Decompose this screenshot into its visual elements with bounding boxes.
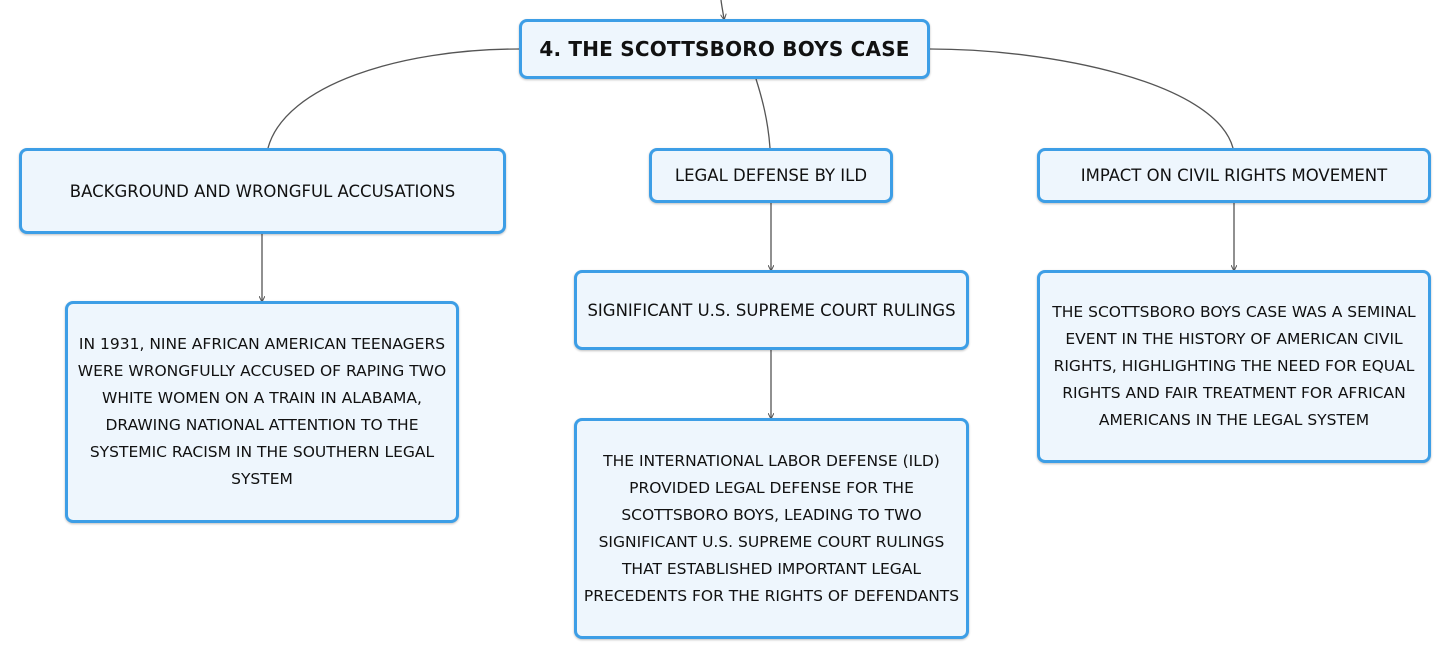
detail-legal-defense-node[interactable]: THE INTERNATIONAL LABOR DEFENSE (ILD) PR…: [574, 418, 969, 639]
detail-background-text: IN 1931, NINE AFRICAN AMERICAN TEENAGERS…: [77, 335, 447, 488]
branch-impact-label: IMPACT ON CIVIL RIGHTS MOVEMENT: [1080, 166, 1388, 185]
root-topic-label: 4. THE SCOTTSBORO BOYS CASE: [539, 37, 910, 61]
detail-impact-node[interactable]: THE SCOTTSBORO BOYS CASE WAS A SEMINAL E…: [1037, 270, 1431, 463]
subtopic-rulings-label: SIGNIFICANT U.S. SUPREME COURT RULINGS: [587, 300, 956, 320]
branch-background-node[interactable]: BACKGROUND AND WRONGFUL ACCUSATIONS: [19, 148, 506, 234]
connector-incoming-root: [721, 0, 724, 19]
branch-background-label: BACKGROUND AND WRONGFUL ACCUSATIONS: [69, 181, 456, 201]
detail-background-node[interactable]: IN 1931, NINE AFRICAN AMERICAN TEENAGERS…: [65, 301, 459, 523]
connector-root-to-legal: [755, 78, 771, 149]
root-topic-node[interactable]: 4. THE SCOTTSBORO BOYS CASE: [519, 19, 930, 79]
subtopic-rulings-node[interactable]: SIGNIFICANT U.S. SUPREME COURT RULINGS: [574, 270, 969, 350]
detail-impact-text: THE SCOTTSBORO BOYS CASE WAS A SEMINAL E…: [1052, 303, 1416, 429]
branch-legal-defense-label: LEGAL DEFENSE BY ILD: [674, 166, 868, 185]
connector-root-to-background: [267, 48, 520, 149]
branch-impact-node[interactable]: IMPACT ON CIVIL RIGHTS MOVEMENT: [1037, 148, 1431, 203]
connector-root-to-impact: [929, 48, 1234, 149]
detail-legal-defense-text: THE INTERNATIONAL LABOR DEFENSE (ILD) PR…: [583, 451, 960, 605]
branch-legal-defense-node[interactable]: LEGAL DEFENSE BY ILD: [649, 148, 893, 203]
